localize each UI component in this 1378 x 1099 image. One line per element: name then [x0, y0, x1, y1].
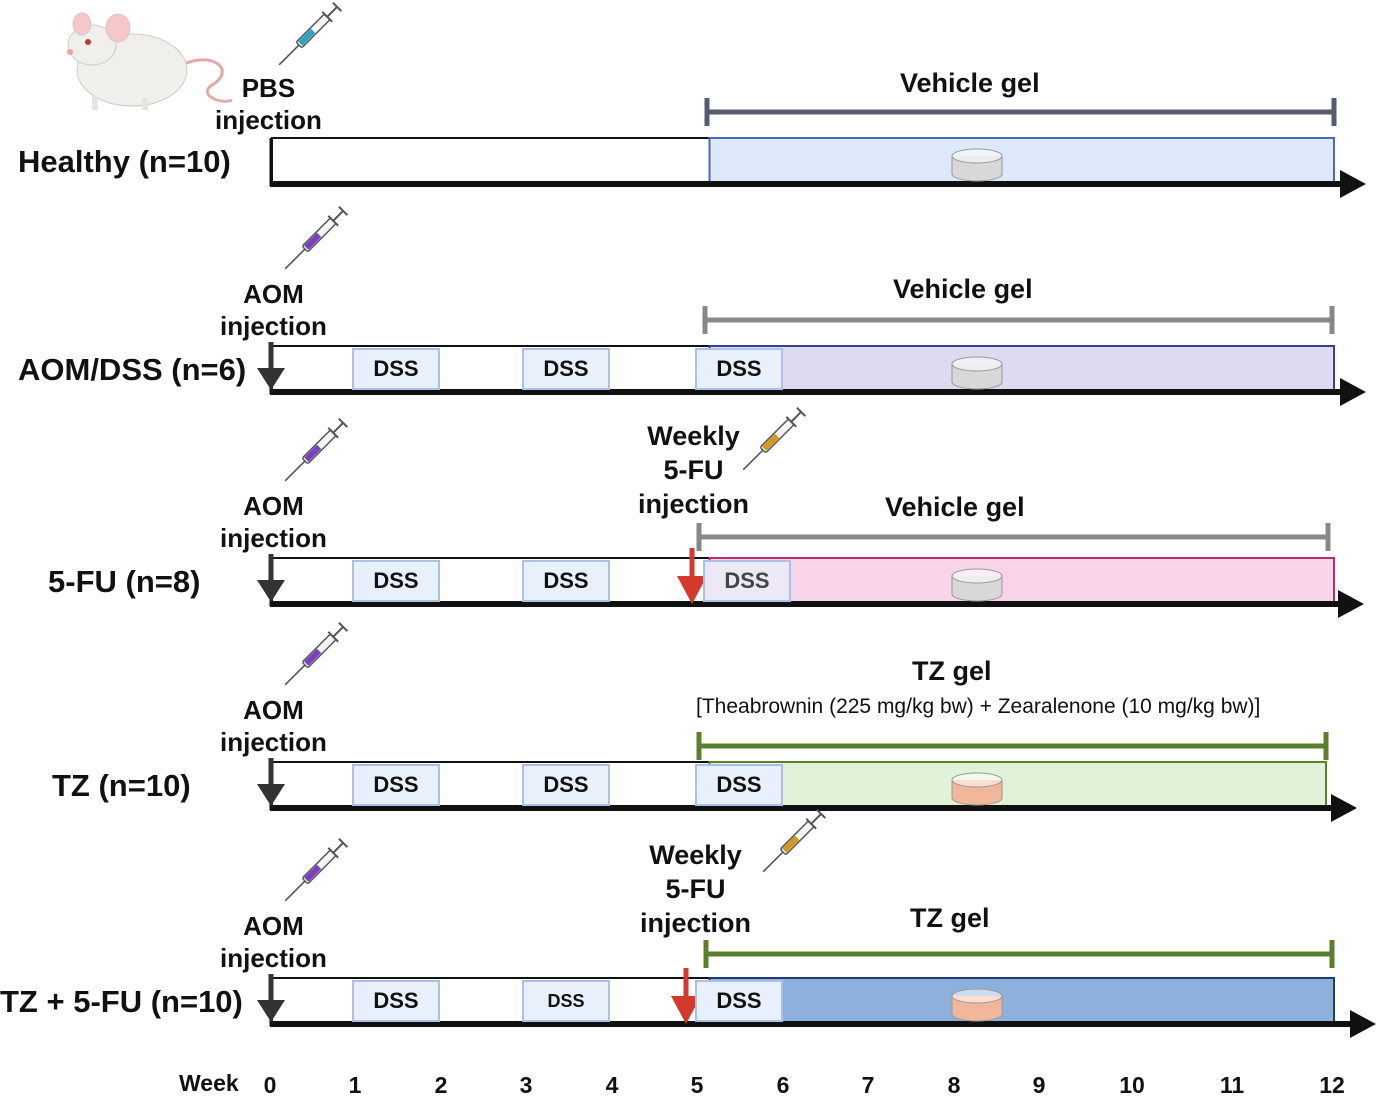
week-tick-label: 6	[776, 1072, 790, 1098]
weekly-5fu-label-line: 5-FU	[665, 874, 726, 904]
dss-period: DSS	[352, 348, 440, 390]
gel-disc-icon	[951, 772, 1003, 806]
injection-label-line: injection	[215, 105, 322, 135]
injection-label-line: AOM	[243, 911, 304, 941]
weekly-5fu-label-line: injection	[640, 908, 752, 938]
week-tick-label: 9	[1032, 1072, 1046, 1098]
down-arrow-icon	[257, 580, 285, 602]
weekly-5fu-label-line: Weekly	[649, 840, 742, 870]
treatment-period	[708, 557, 1335, 603]
pre-treatment-period	[271, 977, 714, 1023]
group-label: 5-FU (n=8)	[48, 564, 201, 599]
injection-label-line: injection	[220, 523, 327, 553]
week-tick-label: 1	[348, 1072, 362, 1098]
treatment-period	[708, 345, 1335, 391]
injection-label-line: injection	[220, 727, 327, 757]
gel-disc-icon	[951, 356, 1003, 390]
week-tick-label: 11	[1219, 1072, 1245, 1098]
timeline-arrow-icon	[1338, 590, 1364, 618]
injection-label-line: AOM	[243, 279, 304, 309]
down-arrow-icon	[257, 1000, 285, 1022]
weekly-5fu-label-line: Weekly	[647, 421, 740, 451]
week-tick-label: 2	[434, 1072, 448, 1098]
week-tick-label: 12	[1319, 1072, 1345, 1098]
weekly-5fu-label-line: 5-FU	[663, 455, 724, 485]
dss-period: DSS	[522, 560, 610, 602]
week-tick-label: 3	[519, 1072, 533, 1098]
timeline-arrow-icon	[1350, 1010, 1376, 1038]
gel-label: Vehicle gel	[885, 492, 1025, 522]
syringe-icon	[757, 807, 828, 878]
group-label: Healthy (n=10)	[18, 144, 231, 179]
syringe-icon	[279, 836, 350, 907]
weekly-5fu-label-line: injection	[638, 489, 750, 519]
syringe-icon	[273, 0, 344, 71]
dss-period: DSS	[522, 348, 610, 390]
week-tick-label: 10	[1119, 1072, 1145, 1098]
red-down-arrow-icon	[671, 996, 701, 1024]
gel-label: TZ gel	[912, 656, 992, 686]
weekly-5fu-label: Weekly 5-FU injection	[640, 838, 751, 940]
injection-label-line: AOM	[243, 491, 304, 521]
injection-label-line: AOM	[243, 695, 304, 725]
mouse-icon	[67, 12, 233, 110]
gel-disc-icon	[951, 568, 1003, 602]
dss-period: DSS	[352, 980, 440, 1022]
gel-disc-icon	[951, 988, 1003, 1022]
red-down-arrow-icon	[677, 576, 707, 604]
gel-label: TZ gel	[910, 903, 990, 933]
week-tick-label: 4	[605, 1072, 619, 1098]
dss-period: DSS	[352, 764, 440, 806]
dss-period: DSS	[703, 560, 791, 602]
group-row-1	[257, 204, 1366, 406]
gel-disc-icon	[951, 148, 1003, 182]
injection-label-line: injection	[220, 943, 327, 973]
treatment-period	[708, 761, 1327, 807]
week-tick-label: 7	[861, 1072, 875, 1098]
down-arrow-icon	[257, 784, 285, 806]
injection-label-line: injection	[220, 311, 327, 341]
syringe-icon	[279, 204, 350, 275]
week-tick-label: 0	[263, 1072, 277, 1098]
weekly-5fu-label: Weekly 5-FU injection	[638, 419, 749, 521]
syringe-icon	[279, 620, 350, 691]
timeline-arrow-icon	[1331, 794, 1357, 822]
pre-treatment-period	[271, 137, 714, 183]
gel-label: Vehicle gel	[893, 274, 1033, 304]
group-row-4	[257, 807, 1376, 1038]
group-label: AOM/DSS (n=6)	[18, 352, 247, 387]
dss-period: DSS	[352, 560, 440, 602]
pre-treatment-period	[271, 761, 714, 807]
timeline-arrow-icon	[1340, 170, 1366, 198]
dss-period: DSS	[695, 348, 783, 390]
axis-label: Week	[179, 1070, 239, 1096]
pre-treatment-period	[271, 557, 714, 603]
timeline-arrow-icon	[1340, 378, 1366, 406]
dss-period: DSS	[522, 764, 610, 806]
dss-period: DSS	[695, 980, 783, 1022]
week-tick-label: 5	[690, 1072, 704, 1098]
treatment-period	[708, 977, 1335, 1023]
down-arrow-icon	[257, 368, 285, 390]
group-row-0	[269, 0, 1366, 198]
injection-label-line: PBS	[241, 73, 296, 103]
gel-detail-label: [Theabrownin (225 mg/kg bw) + Zearalenon…	[696, 695, 1261, 718]
syringe-icon	[279, 416, 350, 487]
group-row-2	[257, 405, 1364, 618]
gel-label: Vehicle gel	[900, 68, 1040, 98]
pre-treatment-period	[271, 345, 714, 391]
dss-period: DSS	[522, 980, 610, 1022]
week-tick-label: 8	[947, 1072, 961, 1098]
dss-period: DSS	[695, 764, 783, 806]
group-label: TZ (n=10)	[52, 768, 191, 803]
treatment-period	[708, 137, 1335, 183]
group-label: TZ + 5-FU (n=10)	[0, 984, 243, 1019]
